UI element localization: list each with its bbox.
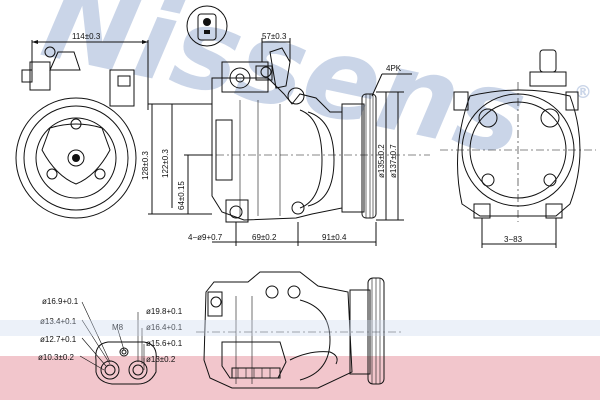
- dim-57: 57±0.3: [262, 32, 287, 41]
- port-19-8: ø19.8+0.1: [146, 307, 183, 316]
- dim-64: 64±0.15: [177, 181, 186, 210]
- dim-114: 114±0.3: [72, 32, 101, 41]
- dim-128: 128±0.3: [141, 151, 150, 180]
- port-16-4: ø16.4+0.1: [146, 323, 183, 332]
- port-detail: ø16.9+0.1 ø13.4+0.1 M8 ø12.7+0.1 ø10.3±0…: [38, 297, 183, 385]
- dim-91: 91±0.4: [322, 233, 347, 242]
- dim-69: 69±0.2: [252, 233, 277, 242]
- dim-122: 122±0.3: [161, 149, 170, 178]
- dim-4pk: 4PK: [386, 64, 402, 73]
- front-view: 114±0.3: [15, 32, 149, 219]
- dim-137: ø137±0.7: [389, 144, 398, 178]
- port-m8: M8: [112, 323, 124, 332]
- dim-135: ø135±0.2: [377, 144, 386, 178]
- brand-watermark: Nissens: [32, 0, 536, 182]
- port-15-6: ø15.6+0.1: [146, 339, 183, 348]
- dim-3x83: 3−83: [504, 235, 523, 244]
- connector-detail: [186, 5, 228, 47]
- port-16-9: ø16.9+0.1: [42, 297, 79, 306]
- rear-view: 3−83: [440, 49, 596, 248]
- footer-band: [0, 356, 600, 400]
- port-13-4: ø13.4+0.1: [40, 317, 77, 326]
- port-12-7: ø12.7+0.1: [40, 335, 77, 344]
- bottom-view: [196, 271, 404, 389]
- watermark-band: [0, 320, 600, 336]
- dim-4x9: 4−ø9+0.7: [188, 233, 223, 242]
- side-view: 57±0.3 4PK 128±0.3 122±0.3 64±0.15 ø135±…: [141, 32, 430, 246]
- port-13: ø13±0.2: [146, 355, 176, 364]
- port-10-3: ø10.3±0.2: [38, 353, 75, 362]
